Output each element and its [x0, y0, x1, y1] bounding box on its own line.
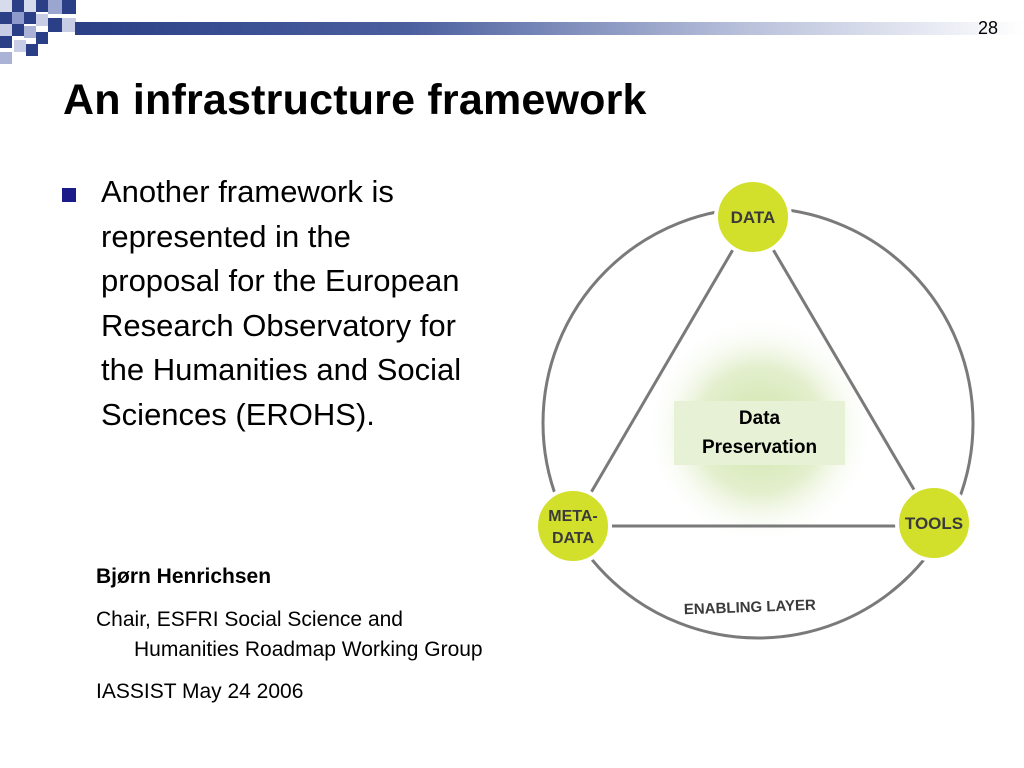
author-name: Bjørn Henrichsen	[96, 565, 272, 588]
author-info: Bjørn Henrichsen Chair, ESFRI Social Sci…	[96, 562, 496, 707]
square-bullet-icon	[62, 188, 76, 202]
event-name: IASSIST May 24 2006	[96, 680, 304, 703]
bullet-text: Another framework is represented in the …	[101, 174, 462, 432]
node-data-label: DATA	[731, 208, 776, 227]
node-tools-label: TOOLS	[905, 514, 963, 533]
corner-decoration	[0, 0, 76, 64]
edge-data-tools	[752, 216, 935, 523]
center-label-line-1: Data	[738, 408, 781, 429]
bullet-point: Another framework is represented in the …	[62, 170, 462, 437]
author-role: Chair, ESFRI Social Science and Humaniti…	[96, 608, 483, 661]
framework-diagram: DATA META- DATA TOOLS ENABLING LAYER	[534, 178, 975, 640]
node-data	[714, 178, 792, 256]
node-metadata	[534, 487, 612, 565]
center-label-line-2: Preservation	[701, 437, 818, 458]
edge-data-metadata	[573, 216, 754, 521]
slide-number: 28	[977, 18, 998, 38]
center-label-box: Data Preservation	[674, 401, 845, 465]
node-metadata-label-1: META-	[548, 508, 597, 525]
ring-label: ENABLING LAYER	[684, 597, 817, 619]
header-bar	[75, 22, 1024, 35]
node-metadata-label-2: DATA	[552, 530, 595, 547]
node-tools	[895, 484, 973, 562]
slide-title: An infrastructure framework	[63, 76, 647, 124]
